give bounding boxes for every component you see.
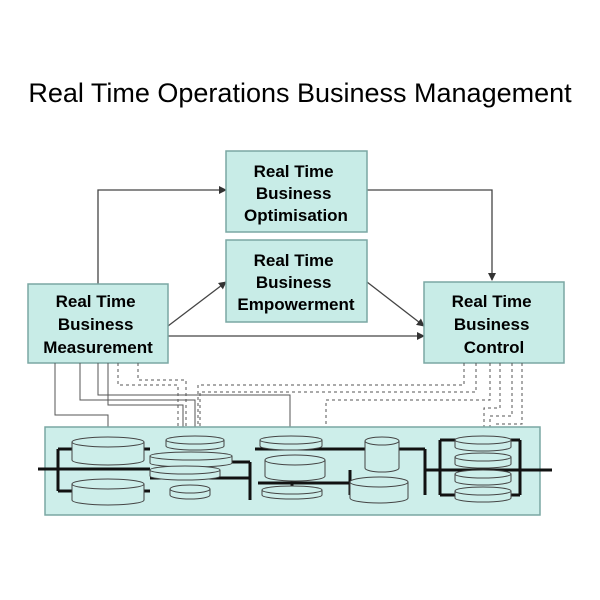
box-control-line3: Control xyxy=(464,338,524,357)
flow-arrows xyxy=(97,186,496,340)
box-measurement-line1: Real Time xyxy=(56,292,136,311)
box-control-line1: Real Time xyxy=(452,292,532,311)
svg-text:Real Time Business: Real Time Business Measurement xyxy=(43,292,153,357)
box-optimisation-line3: Optimisation xyxy=(244,206,348,225)
database-cylinders xyxy=(71,435,512,506)
svg-text:Real Time Business: Real Time Business Control xyxy=(452,292,537,357)
box-empowerment: Real Time Business Empowerment xyxy=(225,239,368,323)
box-optimisation-line1: Real Time xyxy=(254,162,334,181)
svg-text:Real Time Business: Real Time Business Optimisation xyxy=(244,162,348,225)
box-empowerment-line2: Business xyxy=(256,273,332,292)
box-measurement-line2: Business xyxy=(58,315,134,334)
box-control-line2: Business xyxy=(454,315,530,334)
svg-text:Real Time Business: Real Time Business Empowerment xyxy=(237,251,354,314)
box-empowerment-line3: Empowerment xyxy=(237,295,354,314)
box-optimisation-line2: Business xyxy=(256,184,332,203)
box-control: Real Time Business Control xyxy=(423,281,565,364)
box-optimisation: Real Time Business Optimisation xyxy=(225,150,368,233)
box-measurement: Real Time Business Measurement xyxy=(27,283,169,364)
diagram-title: Real Time Operations Business Management xyxy=(28,78,572,108)
box-empowerment-line1: Real Time xyxy=(254,251,334,270)
operations-panel xyxy=(38,426,552,516)
box-measurement-line3: Measurement xyxy=(43,338,153,357)
